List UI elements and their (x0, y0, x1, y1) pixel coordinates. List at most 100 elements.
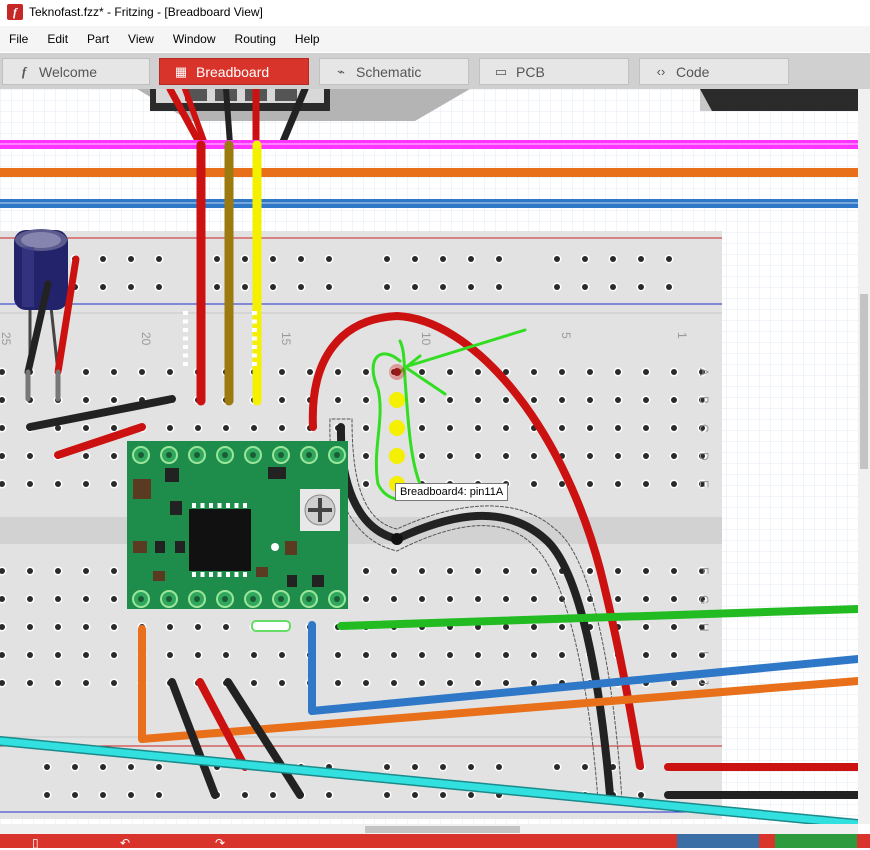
menu-file[interactable]: File (9, 32, 29, 46)
column-number: 10 (419, 332, 433, 346)
breadboard-hole-contact (384, 256, 390, 262)
breadboard-wires[interactable] (0, 140, 858, 824)
menu-part[interactable]: Part (87, 32, 110, 46)
redo-icon[interactable]: ↷ (215, 836, 226, 850)
breadboard-hole-contact (111, 568, 117, 574)
export-button[interactable] (775, 834, 857, 848)
breadboard-hole-contact (307, 369, 313, 375)
menu-view[interactable]: View (128, 32, 154, 46)
breadboard-hole-contact (363, 425, 369, 431)
chip-pin (183, 353, 188, 358)
connector-wires[interactable] (166, 89, 309, 148)
breadboard-hole-contact (384, 764, 390, 770)
tab-schematic[interactable]: ⌁ Schematic (319, 58, 469, 85)
chip-pin (183, 362, 188, 366)
driver-header-pin-hole (194, 452, 200, 458)
row-letter: D (697, 452, 711, 461)
breadboard-hole-contact (167, 369, 173, 375)
fritzing-app-icon: f (7, 4, 23, 20)
breadboard-hole-contact (699, 425, 705, 431)
breadboard-hole-contact (326, 284, 332, 290)
breadboard-hole-contact (475, 568, 481, 574)
top-connector[interactable] (137, 89, 470, 121)
chip-pin (252, 311, 257, 315)
driver-header-pin-hole (306, 452, 312, 458)
breadboard-hole-contact (363, 568, 369, 574)
breadboard-hole-contact (638, 256, 644, 262)
share-icon[interactable]: ▯ (32, 836, 39, 850)
menu-edit[interactable]: Edit (47, 32, 69, 46)
breadboard-hole-contact (111, 453, 117, 459)
electrolytic-capacitor[interactable] (14, 229, 68, 373)
tab-pcb-label: PCB (516, 63, 545, 80)
breadboard-hole-contact (384, 792, 390, 798)
row-letter: B (697, 396, 711, 404)
horizontal-scrollbar[interactable] (0, 824, 858, 834)
breadboard-hole-contact (111, 680, 117, 686)
breadboard-hole-contact (503, 425, 509, 431)
breadboard-hole-contact (83, 568, 89, 574)
black-component[interactable] (700, 89, 858, 111)
breadboard-hole-contact (582, 256, 588, 262)
breadboard-hole-contact (298, 284, 304, 290)
driver-header-pin-hole (334, 596, 340, 602)
breadboard-hole-contact (83, 680, 89, 686)
breadboard-hole-contact (699, 568, 705, 574)
breadboard-hole-contact (0, 652, 5, 658)
code-icon: ‹› (656, 64, 666, 79)
breadboard-hole-contact (671, 624, 677, 630)
chip-pin (252, 353, 257, 358)
horizontal-scroll-thumb[interactable] (365, 826, 520, 833)
breadboard-hole-contact (699, 624, 705, 630)
tab-schematic-label: Schematic (356, 63, 422, 80)
breadboard-hole-contact (83, 397, 89, 403)
breadboard-hole-contact (531, 652, 537, 658)
breadboard-hole-contact (0, 425, 5, 431)
breadboard-hole-contact (363, 397, 369, 403)
breadboard-hole-contact (419, 568, 425, 574)
routing-status-button[interactable] (677, 834, 759, 848)
breadboard-hole-contact (615, 397, 621, 403)
breadboard-hole-contact (587, 425, 593, 431)
breadboard-hole-contact (503, 596, 509, 602)
breadboard-hole-contact (554, 764, 560, 770)
driver-header-pin-hole (166, 596, 172, 602)
tab-breadboard[interactable]: ▦ Breadboard (159, 58, 309, 85)
fritzing-logo-icon: f (21, 63, 27, 79)
vertical-scroll-thumb[interactable] (860, 294, 868, 469)
breadboard-hole-contact (0, 568, 5, 574)
breadboard-hole-contact (699, 369, 705, 375)
column-number: 5 (559, 332, 573, 339)
menu-routing[interactable]: Routing (234, 32, 276, 46)
window-title: Teknofast.fzz* - Fritzing - [Breadboard … (29, 5, 263, 19)
tab-welcome[interactable]: f Welcome (2, 58, 150, 85)
chip-pin (200, 572, 205, 577)
breadboard-hole-contact (468, 284, 474, 290)
breadboard-hole-contact (270, 284, 276, 290)
tab-pcb[interactable]: ▭ PCB (479, 58, 629, 85)
menu-help[interactable]: Help (294, 32, 320, 46)
breadboard-hole-contact (447, 425, 453, 431)
breadboard-hole-contact (610, 284, 616, 290)
menu-window[interactable]: Window (172, 32, 216, 46)
breadboard-hole-contact (242, 284, 248, 290)
breadboard-hole-contact (27, 624, 33, 630)
breadboard-icon: ▦ (174, 63, 188, 79)
undo-icon[interactable]: ↶ (120, 836, 131, 850)
chip-pin (192, 503, 196, 508)
breadboard-hole-contact (559, 624, 565, 630)
breadboard-hole-contact (531, 596, 537, 602)
stepper-driver-board[interactable] (127, 311, 348, 609)
breadboard-hole-contact (419, 652, 425, 658)
breadboard-hole-contact (55, 596, 61, 602)
breadboard-hole-contact (587, 596, 593, 602)
breadboard-hole-contact (335, 369, 341, 375)
breadboard-hole-contact (0, 397, 5, 403)
horizontal-rail-wires[interactable] (0, 140, 858, 208)
vertical-scrollbar[interactable] (858, 89, 870, 824)
breadboard-hole-contact (447, 680, 453, 686)
tab-code[interactable]: ‹› Code (639, 58, 789, 85)
breadboard-hole-contact (0, 481, 5, 487)
